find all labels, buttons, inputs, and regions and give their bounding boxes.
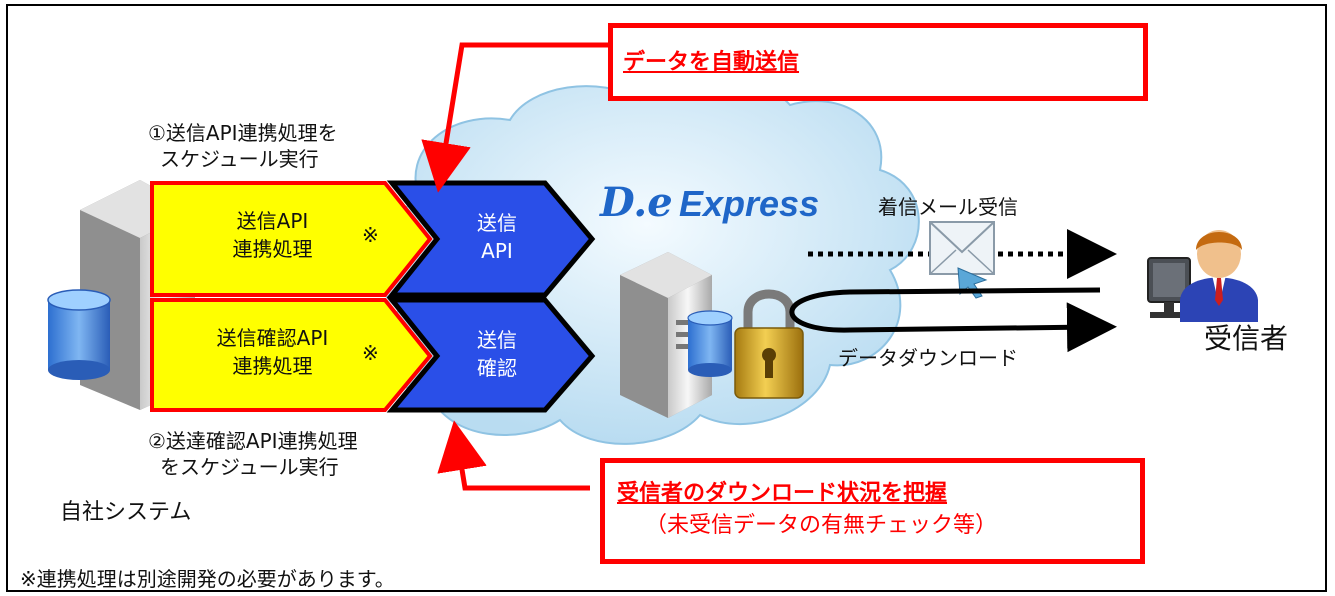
diagram-frame — [6, 4, 1327, 592]
incoming-mail-label: 着信メール受信 — [878, 195, 1018, 219]
confirm-api-label-line2: 確認 — [477, 356, 517, 380]
send-api-chevron — [386, 180, 596, 298]
send-api-label-line1: 送信 — [477, 211, 517, 235]
download-loop-arrow — [789, 287, 1117, 353]
de-express-logo: D.e Express — [600, 183, 819, 229]
download-status-subtitle: （未受信データの有無チェック等） — [645, 513, 998, 538]
footnote: ※連携処理は別途開発の必要があります。 — [20, 567, 395, 591]
cloud-server-icon — [620, 252, 712, 418]
confirm-process-note-mark: ※ — [362, 341, 379, 365]
logo-mark: D.e — [600, 179, 673, 226]
logo-word: Express — [679, 183, 820, 224]
own-system-label: 自社システム — [60, 500, 192, 525]
confirm-api-chevron — [386, 297, 596, 413]
confirm-process-label-line2: 連携処理 — [232, 354, 313, 378]
send-process-arrow — [150, 181, 433, 297]
cloud-database-icon — [687, 310, 733, 377]
send-api-label-line2: API — [481, 239, 513, 263]
auto-send-callout: データを自動送信 — [608, 23, 1148, 101]
data-download-label: データダウンロード — [838, 346, 1018, 370]
send-process-label-line1: 送信API — [236, 209, 309, 233]
download-status-title: 受信者のダウンロード状況を把握 — [617, 481, 948, 506]
auto-send-callout-text: データを自動送信 — [623, 50, 800, 75]
step2-label-line2: をスケジュール実行 — [160, 455, 339, 479]
send-process-note-mark: ※ — [362, 223, 379, 247]
database-icon — [47, 289, 111, 380]
download-status-callout: 受信者のダウンロード状況を把握 （未受信データの有無チェック等） — [600, 458, 1145, 564]
recipient-label: 受信者 — [1204, 322, 1289, 355]
step1-label-line2: スケジュール実行 — [160, 147, 319, 171]
envelope-icon — [929, 221, 995, 299]
confirm-process-label-line1: 送信確認API — [216, 326, 329, 350]
confirm-api-label-line1: 送信 — [477, 328, 517, 352]
recipient-person-icon — [1147, 230, 1258, 322]
auto-send-connector-arrow — [421, 42, 612, 193]
step1-label-line1: ①送信API連携処理を — [148, 121, 338, 145]
status-connector-arrow — [437, 420, 590, 491]
confirm-process-arrow — [150, 298, 433, 412]
step2-label-line1: ②送達確認API連携処理 — [148, 429, 358, 453]
send-process-label-line2: 連携処理 — [232, 237, 313, 261]
